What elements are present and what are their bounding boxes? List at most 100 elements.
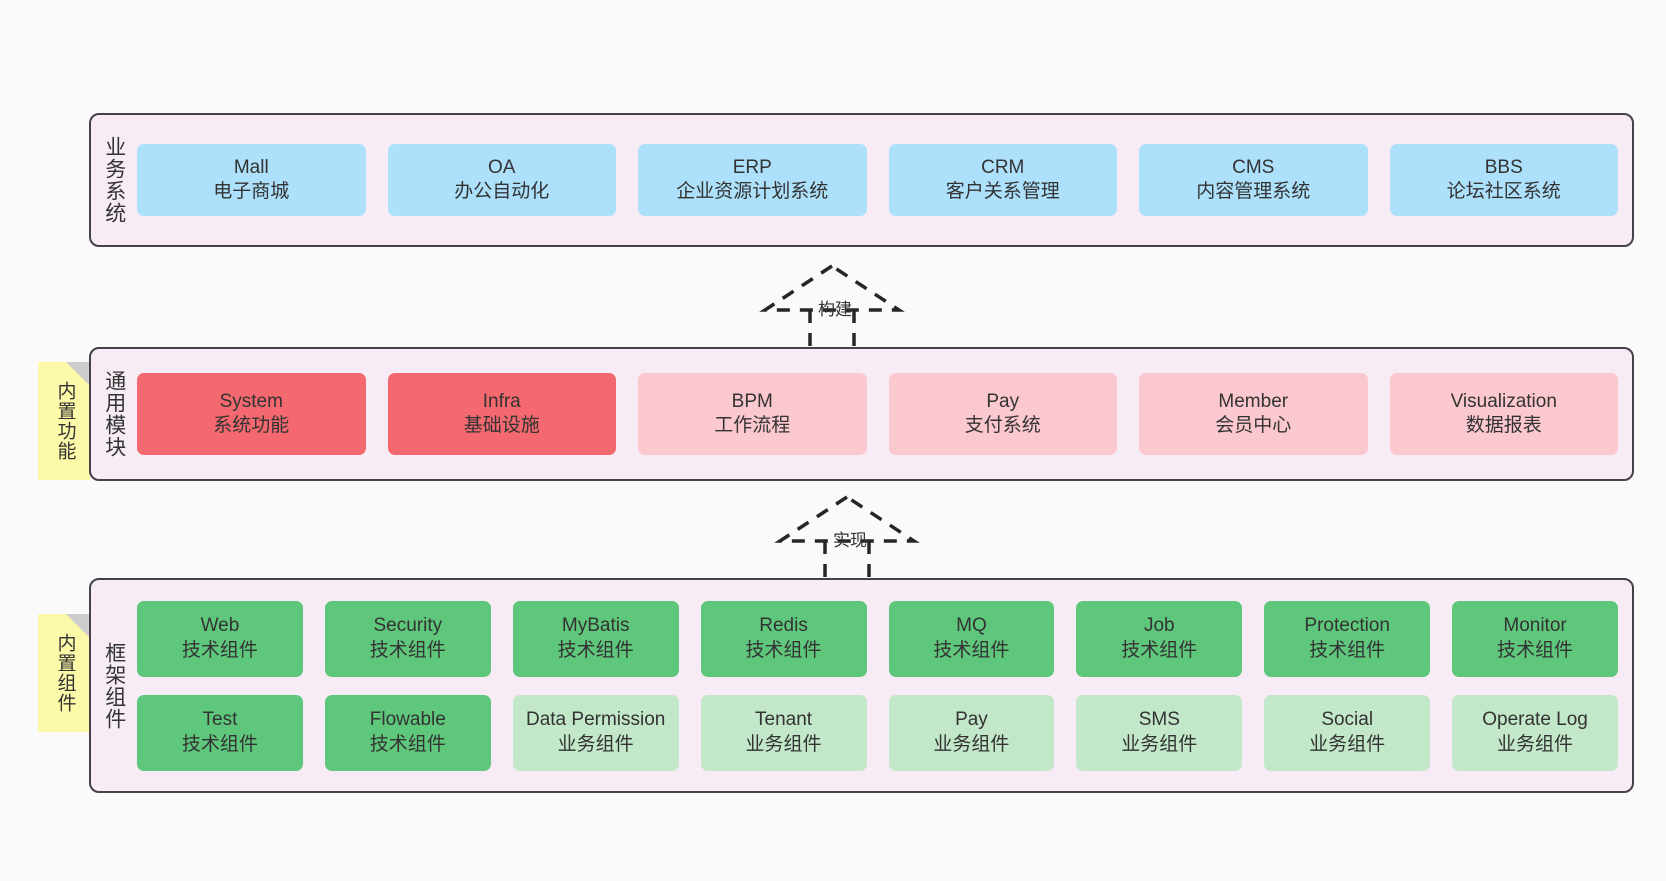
sticky-note-builtin-components: 内置组件	[38, 614, 90, 732]
module-card-data-permission[interactable]: Data Permission 业务组件	[512, 694, 679, 771]
module-desc: 论坛社区系统	[1446, 181, 1561, 202]
module-card-oa[interactable]: OA 办公自动化	[387, 144, 616, 216]
module-card-redis[interactable]: Redis 技术组件	[700, 600, 867, 677]
module-name: MQ	[956, 615, 987, 637]
layer-business-system: 业务系统 Mall 电子商城 OA 办公自动化 ERP 企业资源计划系统 CRM…	[89, 113, 1634, 247]
module-name: Infra	[482, 390, 521, 412]
module-desc: 技术组件	[1121, 639, 1198, 661]
sticky-note-label: 内置功能	[54, 381, 76, 461]
module-desc: 技术组件	[369, 733, 446, 755]
sticky-fold-corner-icon	[66, 614, 90, 638]
layer-title-common-module: 通用模块	[102, 370, 126, 458]
layer-title-business-system: 业务系统	[102, 136, 126, 224]
module-card-tenant[interactable]: Tenant 业务组件	[700, 694, 867, 771]
module-name: CMS	[1232, 156, 1275, 178]
module-name: Social	[1321, 709, 1374, 731]
module-card-operate-log[interactable]: Operate Log 业务组件	[1452, 694, 1618, 771]
module-card-visualization[interactable]: Visualization 数据报表	[1389, 373, 1618, 455]
module-desc: 工作流程	[714, 415, 791, 436]
module-desc: 技术组件	[181, 733, 258, 755]
module-name: Test	[202, 709, 238, 731]
module-name: Pay	[955, 709, 988, 731]
module-desc: 支付系统	[964, 415, 1041, 436]
module-name: ERP	[732, 156, 772, 178]
module-name: Operate Log	[1482, 709, 1588, 731]
module-card-job[interactable]: Job 技术组件	[1076, 600, 1243, 677]
module-desc: 业务组件	[1121, 733, 1198, 755]
module-card-pay[interactable]: Pay 支付系统	[888, 373, 1117, 455]
module-card-monitor[interactable]: Monitor 技术组件	[1452, 600, 1618, 677]
module-name: Mall	[233, 156, 269, 178]
module-name: Web	[200, 615, 240, 637]
module-card-pay-business[interactable]: Pay 业务组件	[888, 694, 1055, 771]
sticky-note-builtin-functions: 内置功能	[38, 362, 90, 480]
module-name: Protection	[1304, 615, 1390, 637]
layer-row: Mall 电子商城 OA 办公自动化 ERP 企业资源计划系统 CRM 客户关系…	[137, 144, 1618, 216]
module-card-flowable[interactable]: Flowable 技术组件	[324, 694, 491, 771]
module-card-mq[interactable]: MQ 技术组件	[888, 600, 1055, 677]
module-name: Redis	[759, 615, 808, 637]
generalization-arrow-icon	[774, 494, 920, 579]
module-card-system[interactable]: System 系统功能	[137, 373, 366, 455]
module-name: Pay	[986, 390, 1020, 412]
module-card-web[interactable]: Web 技术组件	[137, 600, 303, 677]
module-desc: 技术组件	[369, 639, 446, 661]
module-desc: 业务组件	[933, 733, 1010, 755]
module-card-security[interactable]: Security 技术组件	[324, 600, 491, 677]
module-desc: 办公自动化	[454, 181, 550, 202]
module-card-cms[interactable]: CMS 内容管理系统	[1139, 144, 1368, 216]
layer-framework-component: 框架组件 Web 技术组件 Security 技术组件 MyBatis 技术组件…	[89, 578, 1634, 793]
module-name: System	[219, 390, 283, 412]
module-card-erp[interactable]: ERP 企业资源计划系统	[638, 144, 867, 216]
module-card-mall[interactable]: Mall 电子商城	[137, 144, 366, 216]
module-name: CRM	[981, 156, 1025, 178]
module-desc: 会员中心	[1215, 415, 1292, 436]
module-desc: 客户关系管理	[945, 181, 1060, 202]
layer-body-common-module: System 系统功能 Infra 基础设施 BPM 工作流程 Pay 支付系统…	[137, 349, 1632, 479]
module-desc: 业务组件	[745, 733, 822, 755]
module-desc: 技术组件	[933, 639, 1010, 661]
module-name: Security	[373, 615, 443, 637]
module-name: MyBatis	[561, 615, 630, 637]
module-card-mybatis[interactable]: MyBatis 技术组件	[512, 600, 679, 677]
module-name: SMS	[1138, 709, 1180, 731]
layer-row: System 系统功能 Infra 基础设施 BPM 工作流程 Pay 支付系统…	[137, 373, 1618, 455]
layer-row: Web 技术组件 Security 技术组件 MyBatis 技术组件 Redi…	[137, 600, 1618, 677]
module-desc: 技术组件	[1497, 639, 1574, 661]
module-card-sms[interactable]: SMS 业务组件	[1076, 694, 1243, 771]
module-desc: 业务组件	[1309, 733, 1386, 755]
module-desc: 企业资源计划系统	[676, 181, 829, 202]
connector-build	[755, 258, 915, 348]
module-card-crm[interactable]: CRM 客户关系管理	[888, 144, 1117, 216]
module-card-test[interactable]: Test 技术组件	[137, 694, 303, 771]
module-desc: 数据报表	[1465, 415, 1542, 436]
module-card-social[interactable]: Social 业务组件	[1264, 694, 1431, 771]
module-name: Job	[1143, 615, 1175, 637]
module-desc: 技术组件	[745, 639, 822, 661]
module-name: Member	[1218, 390, 1289, 412]
module-card-bbs[interactable]: BBS 论坛社区系统	[1389, 144, 1618, 216]
module-name: BPM	[731, 390, 773, 412]
layer-title-framework-component: 框架组件	[102, 641, 126, 730]
module-name: Tenant	[755, 709, 813, 731]
module-desc: 技术组件	[557, 639, 634, 661]
module-desc: 技术组件	[181, 639, 258, 661]
module-card-protection[interactable]: Protection 技术组件	[1264, 600, 1431, 677]
module-name: OA	[488, 156, 516, 178]
connector-implement	[770, 489, 930, 584]
module-name: BBS	[1484, 156, 1523, 178]
module-card-bpm[interactable]: BPM 工作流程	[638, 373, 867, 455]
module-desc: 业务组件	[1497, 733, 1574, 755]
module-desc: 业务组件	[557, 733, 634, 755]
module-desc: 系统功能	[213, 415, 290, 436]
layer-body-framework-component: Web 技术组件 Security 技术组件 MyBatis 技术组件 Redi…	[137, 580, 1632, 791]
module-card-member[interactable]: Member 会员中心	[1139, 373, 1368, 455]
sticky-note-label: 内置组件	[54, 633, 76, 713]
module-name: Monitor	[1503, 615, 1567, 637]
layer-common-module: 通用模块 System 系统功能 Infra 基础设施 BPM 工作流程 Pay…	[89, 347, 1634, 481]
module-name: Data Permission	[525, 709, 666, 731]
connector-build-label: 构建	[818, 300, 852, 319]
module-card-infra[interactable]: Infra 基础设施	[387, 373, 616, 455]
module-name: Visualization	[1450, 390, 1557, 412]
